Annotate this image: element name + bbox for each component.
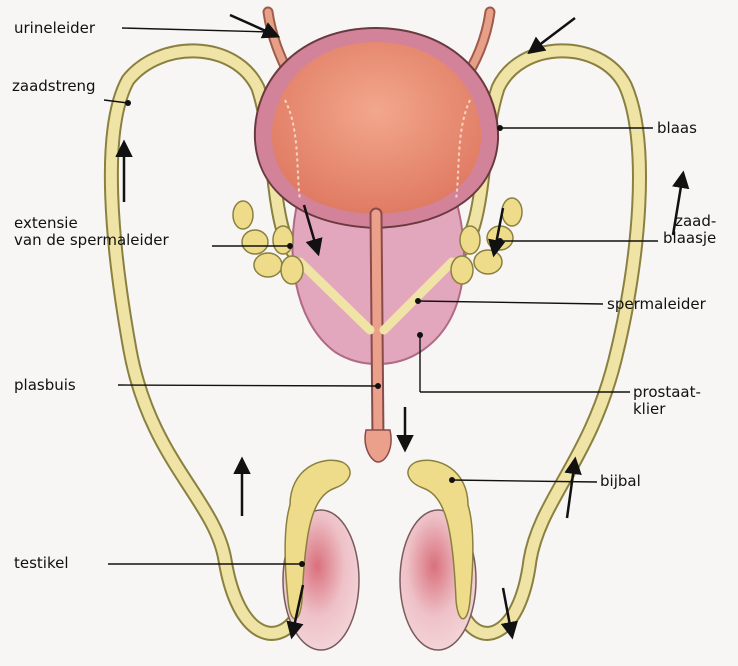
label-spermaleider: spermaleider: [607, 296, 706, 313]
label-zaadblaasje: zaad- blaasje: [663, 213, 716, 247]
label-extensie-van-de-spermaleider: extensie van de spermaleider: [14, 215, 169, 249]
label-blaas: blaas: [657, 120, 697, 137]
label-urineleider: urineleider: [14, 20, 95, 37]
label-prostaatklier: prostaat- klier: [633, 384, 701, 418]
seminal-vesicle-left: [233, 201, 303, 284]
label-zaadstreng: zaadstreng: [12, 78, 96, 95]
label-bijbal: bijbal: [600, 473, 641, 490]
label-testikel: testikel: [14, 555, 69, 572]
label-plasbuis: plasbuis: [14, 377, 76, 394]
bladder: [255, 28, 498, 228]
